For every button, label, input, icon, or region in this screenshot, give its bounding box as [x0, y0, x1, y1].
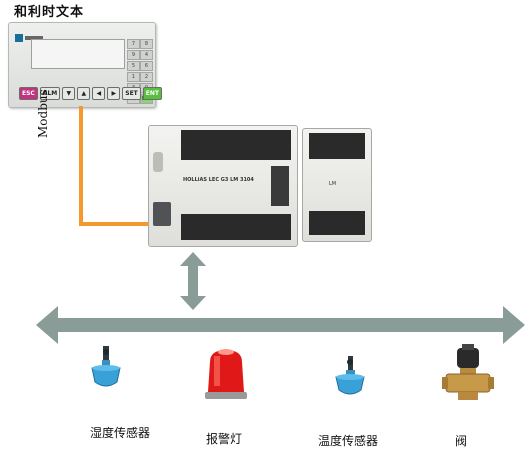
panel-screen — [31, 39, 125, 69]
key-5[interactable]: 5 — [127, 61, 140, 71]
alm-key[interactable]: ALM — [39, 87, 61, 100]
function-key-row: ESC ALM ▼ ▲ ◀ ▶ SET ENT — [19, 87, 162, 100]
valve-label: 阀 — [455, 434, 468, 448]
field-bus-arrow — [36, 306, 525, 344]
plc-window — [271, 166, 289, 206]
key-6[interactable]: 6 — [140, 61, 153, 71]
ext-module-label: LM — [329, 181, 337, 187]
plc-terminal-bottom — [181, 214, 291, 240]
enter-key[interactable]: ENT — [142, 87, 162, 100]
ext-terminal-top — [309, 133, 365, 159]
plc-main-unit: HOLLiAS LEC G3 LM 3104 — [148, 125, 298, 247]
plc-brand-label: HOLLiAS LEC G3 LM 3104 — [183, 177, 254, 183]
temperature-sensor-icon — [335, 356, 365, 395]
up-key[interactable]: ▲ — [77, 87, 91, 100]
panel-logo — [15, 27, 43, 42]
right-key[interactable]: ▶ — [107, 87, 121, 100]
left-key[interactable]: ◀ — [92, 87, 106, 100]
plc-terminal-top — [181, 130, 291, 160]
plc-expansion-module: LM — [302, 128, 372, 242]
vertical-double-arrow — [180, 252, 206, 310]
modbus-cable — [79, 106, 152, 226]
esc-key[interactable]: ESC — [19, 87, 38, 100]
set-key[interactable]: SET — [122, 87, 141, 100]
key-4[interactable]: 4 — [140, 50, 153, 60]
panel-title: 和利时文本 — [14, 5, 85, 20]
down-key[interactable]: ▼ — [62, 87, 76, 100]
plc-indicator — [153, 152, 163, 172]
humidity-sensor-icon — [91, 346, 121, 387]
temperature-sensor-label: 温度传感器 — [318, 434, 379, 448]
plc-serial-port — [153, 202, 171, 226]
key-8[interactable]: 8 — [140, 39, 153, 49]
key-7[interactable]: 7 — [127, 39, 140, 49]
text-display-panel: 7 8 9 4 5 6 1 2 3 0 +/- ENT ESC ALM ▼ ▲ … — [8, 22, 162, 108]
key-2[interactable]: 2 — [140, 72, 153, 82]
valve-icon — [442, 344, 494, 400]
humidity-sensor-label: 湿度传感器 — [90, 426, 151, 440]
key-9[interactable]: 9 — [127, 50, 140, 60]
alarm-light-label: 报警灯 — [206, 432, 243, 446]
modbus-label: Modbus — [36, 89, 50, 138]
ext-terminal-bottom — [309, 211, 365, 235]
key-1[interactable]: 1 — [127, 72, 140, 82]
alarm-light-icon — [205, 349, 247, 399]
